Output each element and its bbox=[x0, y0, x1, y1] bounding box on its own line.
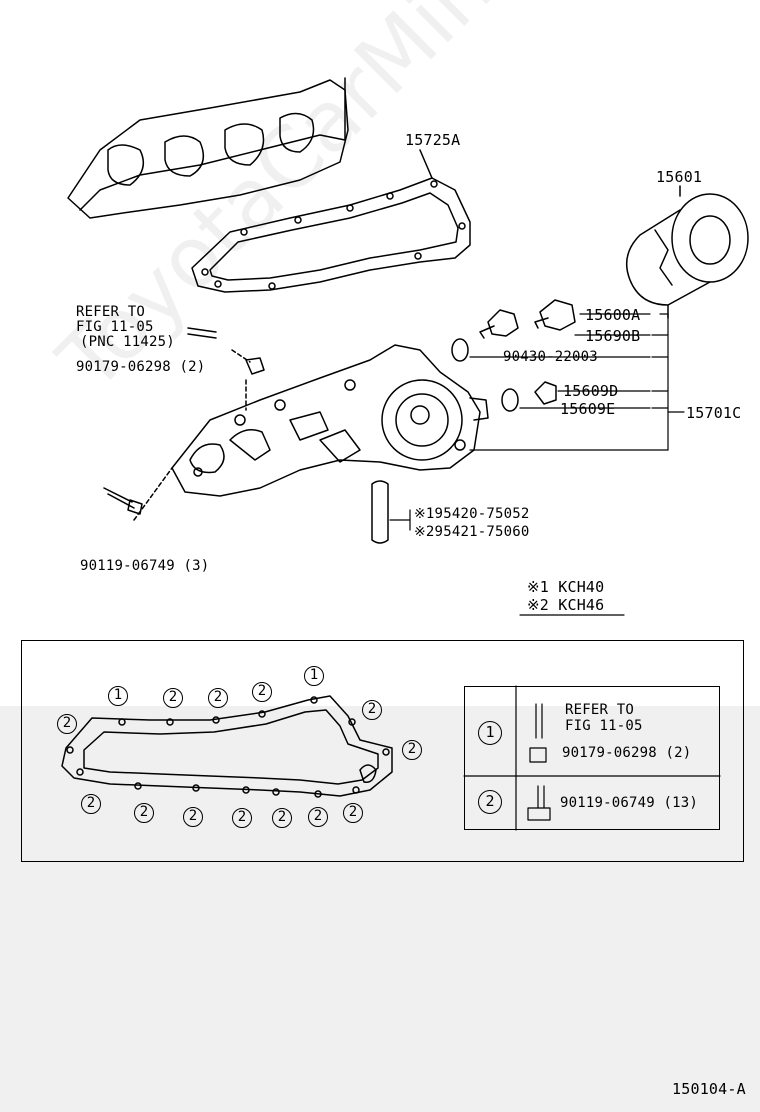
leader-lines bbox=[389, 313, 685, 616]
label-nut: 90179-06298 (2) bbox=[76, 359, 206, 375]
legend-table bbox=[464, 686, 720, 830]
sender-drawing bbox=[451, 299, 576, 412]
legend-marker-1: 1 bbox=[478, 721, 502, 745]
legend-nut-part: 90179-06298 (2) bbox=[562, 745, 692, 761]
bolt-drawing bbox=[103, 327, 265, 521]
legend-refer-to-1: REFER TO bbox=[565, 702, 635, 718]
inset-marker: 1 bbox=[304, 666, 324, 686]
gasket-drawing bbox=[191, 149, 471, 293]
inset-marker: 2 bbox=[163, 688, 183, 708]
inset-marker: 2 bbox=[183, 807, 203, 827]
inset-marker: 2 bbox=[362, 700, 382, 720]
hose-drawing bbox=[371, 480, 389, 544]
legend-refer-to-2: FIG 11-05 bbox=[565, 718, 643, 734]
label-gasket: 15725A bbox=[405, 131, 461, 149]
legend-marker-2: 2 bbox=[478, 790, 502, 814]
inset-marker: 2 bbox=[134, 803, 154, 823]
inset-marker: 1 bbox=[108, 686, 128, 706]
inset-marker: 2 bbox=[208, 688, 228, 708]
label-plug: 15609D bbox=[563, 382, 619, 400]
label-pipe-union: 15690B bbox=[585, 327, 641, 345]
label-plug-gasket: 15609E bbox=[560, 400, 616, 418]
label-washer: 90430-22003 bbox=[503, 349, 598, 365]
inset-marker: 2 bbox=[402, 740, 422, 760]
label-oil-filter: 15601 bbox=[656, 168, 703, 186]
label-bracket-assy: 15701C bbox=[686, 404, 742, 422]
diagram-id: 150104-A bbox=[672, 1080, 746, 1098]
label-hose-2: ※295421-75060 bbox=[414, 524, 530, 540]
oil-filter-drawing bbox=[625, 185, 749, 319]
background-band bbox=[0, 706, 760, 1112]
legend-bolt-part: 90119-06749 (13) bbox=[560, 795, 699, 811]
engine-block-drawing bbox=[67, 77, 349, 219]
inset-panel bbox=[21, 640, 744, 862]
inset-marker: 2 bbox=[81, 794, 101, 814]
inset-marker: 2 bbox=[232, 808, 252, 828]
filter-bracket-drawing bbox=[171, 344, 489, 497]
label-sender: 15600A bbox=[585, 306, 641, 324]
label-bolt: 90119-06749 (3) bbox=[80, 558, 210, 574]
inset-marker: 2 bbox=[308, 807, 328, 827]
label-refer-to-1: REFER TO bbox=[76, 304, 146, 320]
inset-gasket-drawing bbox=[61, 695, 393, 798]
label-refer-to-2: FIG 11-05 bbox=[76, 319, 154, 335]
label-model-1: ※1 KCH40 bbox=[527, 578, 605, 596]
label-hose-1: ※195420-75052 bbox=[414, 506, 530, 522]
inset-marker: 2 bbox=[252, 682, 272, 702]
inset-marker: 2 bbox=[343, 803, 363, 823]
legend-table-lines bbox=[463, 685, 721, 831]
inset-marker: 2 bbox=[57, 714, 77, 734]
inset-marker: 2 bbox=[272, 808, 292, 828]
label-refer-to-3: (PNC 11425) bbox=[80, 334, 175, 350]
label-model-2: ※2 KCH46 bbox=[527, 596, 605, 614]
